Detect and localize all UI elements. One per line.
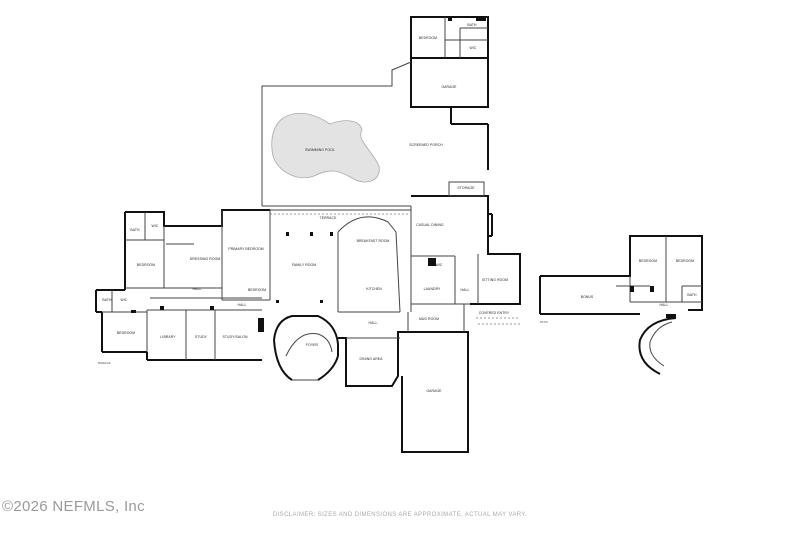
screened-porch [261,61,412,207]
room-label: TERRACE [320,216,338,220]
room-label: BEDROOM [117,331,135,335]
room-label: GARAGE [426,389,442,393]
room-label: WIC [152,224,159,228]
room-label: BONUS [581,295,594,299]
room-label: BATH [467,23,477,27]
room-label: BEDROOM [676,259,694,263]
room-label: BEDROOM [248,288,266,292]
bonus-wing [539,235,703,375]
room-label: HALL [461,288,470,292]
room-label: COVERED ENTRY [479,311,510,315]
room-label: WIC [470,46,477,50]
room-label: WIC [436,263,443,267]
room-label: PRIMARY BEDROOM [228,247,263,251]
room-label: BATH [102,298,112,302]
room-label: HALL [369,321,378,325]
room-label: LIBRARY [160,335,176,339]
room-label: SWIMMING POOL [305,148,335,152]
room-label: HALL [238,303,247,307]
disclaimer-text: DISCLAIMER: SIZES AND DIMENSIONS ARE APP… [272,512,528,518]
room-label: CASUAL DINING [416,223,444,227]
room-label: STUDY/SALON [222,335,247,339]
room-label: FOYER [306,343,319,347]
room-label: BATH [687,293,697,297]
garage-block [410,16,489,170]
exterior-label: TERRACE [97,361,110,365]
room-label: BEDROOM [137,263,155,267]
room-label: GARAGE [441,85,457,89]
exterior-label: PATIO [540,320,549,324]
room-label: BEDROOM [419,36,437,40]
swimming-pool-shape [271,112,380,183]
mls-watermark: ©2026 NEFMLS, Inc [2,498,145,515]
room-label: HALL [193,287,202,291]
room-label: LAUNDRY [424,287,441,291]
main-house [95,181,522,453]
room-label: WIC [121,298,128,302]
room-label: BATH [130,228,140,232]
room-label: MUD ROOM [419,317,439,321]
room-label: BREAKFAST ROOM [357,239,390,243]
room-label: HALL [660,303,669,307]
room-label: STUDY [195,335,208,339]
room-label: DINING AREA [360,357,384,361]
room-label: FAMILY ROOM [292,263,316,267]
room-label: DRESSING ROOM [190,257,221,261]
room-label: SCREENED PORCH [409,143,443,147]
room-label: KITCHEN [366,287,382,291]
room-labels: BEDROOM BATH WIC GARAGE SWIMMING POOL SC… [97,23,697,393]
room-label: BEDROOM [639,259,657,263]
room-label: STORAGE [457,186,475,190]
room-label: SITTING ROOM [482,278,508,282]
